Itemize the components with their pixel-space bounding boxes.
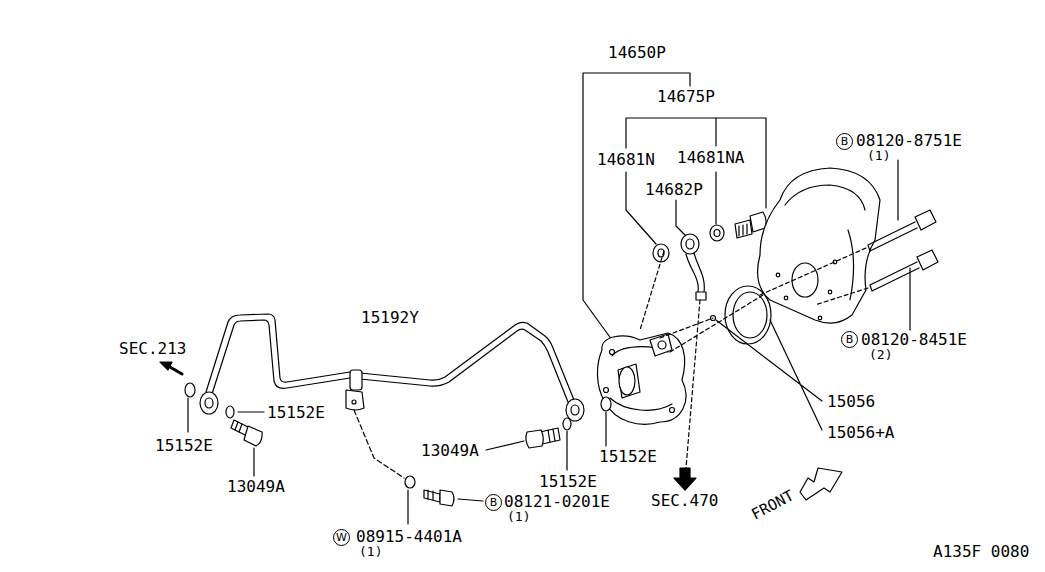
callout-label: 15152E bbox=[538, 473, 598, 491]
symbol-circle: B bbox=[836, 133, 853, 150]
callout-label: 13049A bbox=[226, 478, 286, 496]
callout-label: (1) bbox=[506, 510, 531, 524]
callout-label: 15056 bbox=[826, 393, 876, 411]
callout-label: (1) bbox=[866, 149, 891, 163]
callout-label: 15152E bbox=[154, 437, 214, 455]
callout-label: 15152E bbox=[266, 404, 326, 422]
callout-label: 14682P bbox=[644, 181, 704, 199]
callout-label: (1) bbox=[358, 545, 383, 559]
callout-label: SEC.213 bbox=[118, 340, 187, 358]
symbol-circle: B bbox=[841, 331, 858, 348]
callout-label: 14681NA bbox=[676, 149, 745, 167]
callout-label: 08120-8751E bbox=[855, 132, 963, 150]
callout-label: FRONT bbox=[748, 487, 797, 524]
symbol-letter: W bbox=[336, 532, 347, 543]
callout-label: 08120-8451E bbox=[860, 331, 968, 349]
callout-label: 13049A bbox=[420, 442, 480, 460]
callout-label: 08121-0201E bbox=[503, 493, 611, 511]
callout-label: (2) bbox=[868, 348, 893, 362]
callout-label: 15056+A bbox=[826, 424, 895, 442]
symbol-letter: B bbox=[841, 136, 849, 147]
symbol-letter: B bbox=[490, 497, 498, 508]
callout-label: 14675P bbox=[656, 88, 716, 106]
callout-label: 14681N bbox=[596, 151, 656, 169]
symbol-letter: B bbox=[846, 334, 854, 345]
callout-label: 15192Y bbox=[360, 309, 420, 327]
callout-label: A135F 0080 bbox=[932, 543, 1030, 561]
symbol-circle: W bbox=[333, 529, 350, 546]
callout-label: 14650P bbox=[607, 44, 667, 62]
callout-label: 15152E bbox=[598, 448, 658, 466]
callout-label: SEC.470 bbox=[650, 492, 719, 510]
callout-label: 08915-4401A bbox=[355, 528, 463, 546]
symbol-circle: B bbox=[485, 494, 502, 511]
